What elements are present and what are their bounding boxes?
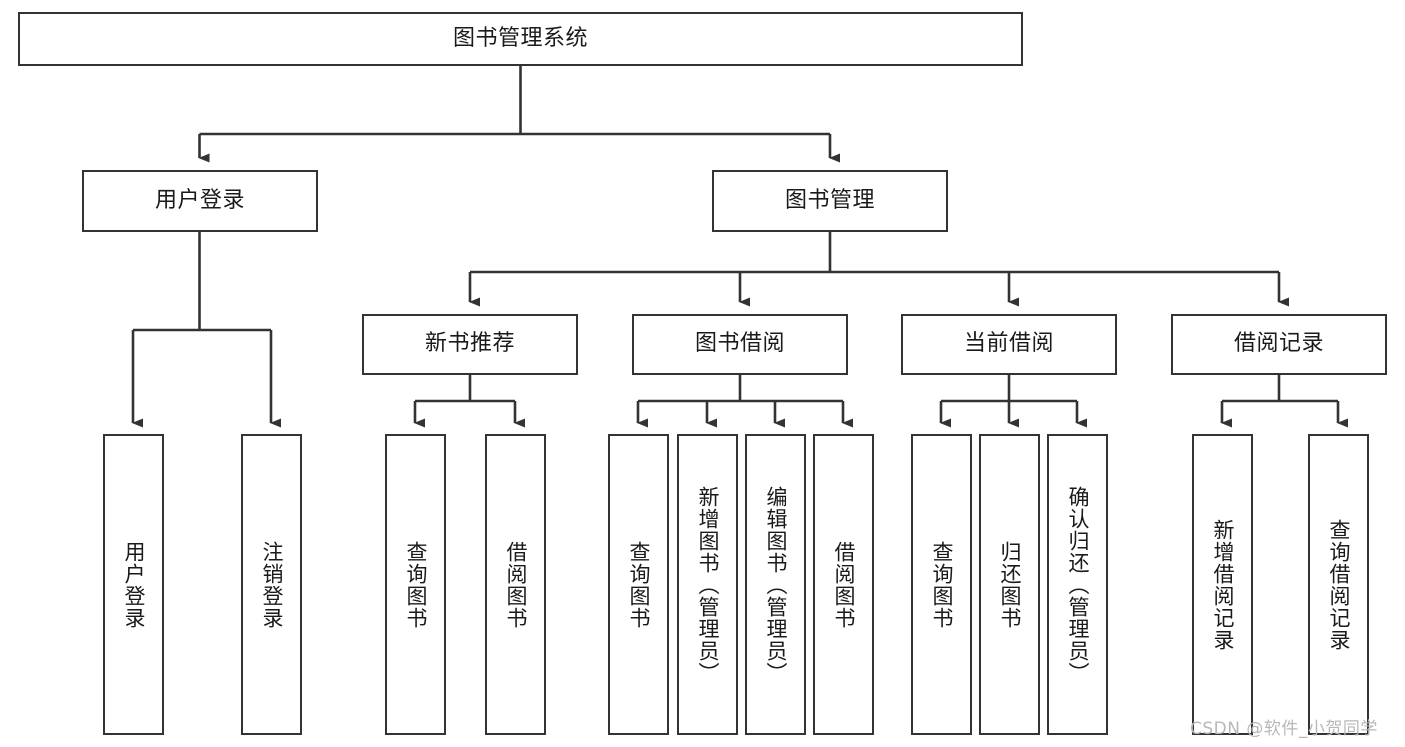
node-label: 借阅图书	[831, 540, 856, 629]
node-leaf-borrow-book-recommend[interactable]: 借阅图书	[485, 434, 546, 735]
node-label: 新增图书（管理员）	[695, 485, 720, 684]
node-label: 归还图书	[997, 540, 1022, 629]
node-leaf-query-borrow-record[interactable]: 查询借阅记录	[1308, 434, 1369, 735]
node-label: 查询图书	[929, 540, 954, 629]
node-leaf-query-book-borrow[interactable]: 查询图书	[608, 434, 669, 735]
node-leaf-logout[interactable]: 注销登录	[241, 434, 302, 735]
node-label: 图书借阅	[694, 331, 785, 357]
node-leaf-return-book[interactable]: 归还图书	[979, 434, 1040, 735]
node-leaf-add-borrow-record[interactable]: 新增借阅记录	[1192, 434, 1253, 735]
node-label: 新增借阅记录	[1210, 518, 1235, 651]
node-label: 查询借阅记录	[1326, 518, 1351, 651]
node-leaf-query-book-recommend[interactable]: 查询图书	[385, 434, 446, 735]
node-label: 查询图书	[403, 540, 428, 629]
node-label: 用户登录	[154, 187, 245, 213]
node-label: 当前借阅	[963, 331, 1054, 357]
node-label: 图书管理系统	[452, 25, 588, 51]
node-leaf-confirm-return-admin[interactable]: 确认归还（管理员）	[1047, 434, 1108, 735]
node-label: 借阅记录	[1233, 331, 1324, 357]
node-label: 查询图书	[626, 540, 651, 629]
node-book-borrow[interactable]: 图书借阅	[632, 314, 848, 375]
node-new-book-recommend[interactable]: 新书推荐	[362, 314, 578, 375]
node-book-management-system[interactable]: 图书管理系统	[18, 12, 1023, 66]
node-label: 图书管理	[784, 187, 875, 213]
node-book-management[interactable]: 图书管理	[712, 170, 948, 232]
node-label: 确认归还（管理员）	[1065, 485, 1090, 684]
node-leaf-borrow-book[interactable]: 借阅图书	[813, 434, 874, 735]
node-leaf-add-book-admin[interactable]: 新增图书（管理员）	[677, 434, 738, 735]
csdn-watermark: CSDN @软件_小贺同学	[1190, 719, 1378, 739]
node-current-borrow[interactable]: 当前借阅	[901, 314, 1117, 375]
node-label: 借阅图书	[503, 540, 528, 629]
node-label: 注销登录	[259, 540, 284, 629]
node-leaf-user-login[interactable]: 用户登录	[103, 434, 164, 735]
node-user-login[interactable]: 用户登录	[82, 170, 318, 232]
node-label: 编辑图书（管理员）	[763, 485, 788, 684]
node-leaf-query-book-current[interactable]: 查询图书	[911, 434, 972, 735]
node-label: 用户登录	[121, 540, 146, 629]
node-borrow-records[interactable]: 借阅记录	[1171, 314, 1387, 375]
node-label: 新书推荐	[424, 331, 515, 357]
node-leaf-edit-book-admin[interactable]: 编辑图书（管理员）	[745, 434, 806, 735]
